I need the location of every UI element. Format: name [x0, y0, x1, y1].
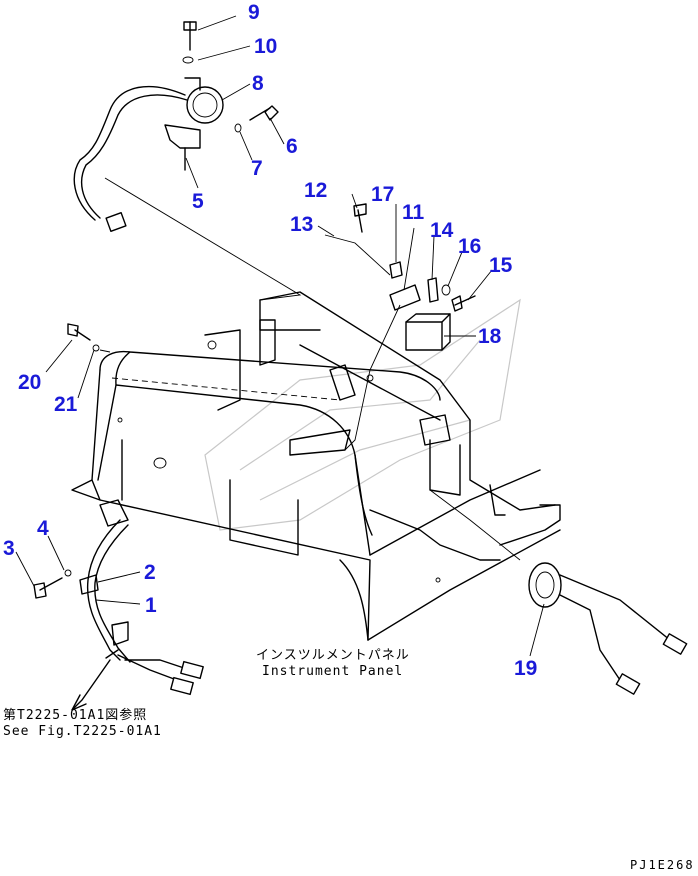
callout-8: 8 — [252, 72, 264, 95]
instrument-panel-label-en: Instrument Panel — [262, 664, 404, 679]
callout-15: 15 — [489, 254, 513, 277]
callout-17: 17 — [371, 183, 395, 206]
callout-9: 9 — [248, 1, 260, 24]
callout-21: 21 — [54, 393, 78, 416]
callout-4: 4 — [37, 517, 49, 540]
callout-18: 18 — [478, 325, 502, 348]
callout-5: 5 — [192, 190, 204, 213]
callout-11: 11 — [402, 201, 425, 224]
callout-16: 16 — [458, 235, 482, 258]
drawing-code: PJ1E268 — [630, 858, 695, 872]
buzzer-assembly — [73, 21, 302, 301]
watermark-logo — [204, 298, 521, 531]
leader-lines — [15, 15, 545, 657]
mounting-frame — [204, 291, 561, 561]
callout-13: 13 — [290, 213, 314, 236]
callout-7: 7 — [251, 157, 263, 180]
callout-6: 6 — [286, 135, 298, 158]
callout-2: 2 — [144, 561, 156, 584]
callout-20: 20 — [18, 371, 42, 394]
relay-assembly — [324, 203, 476, 451]
callout-3: 3 — [3, 537, 15, 560]
callout-10: 10 — [254, 35, 278, 58]
harness-1 — [33, 499, 204, 711]
reference-label-jp: 第T2225-01A1図参照 — [3, 708, 148, 723]
instrument-panel-housing — [71, 350, 561, 641]
connector-19 — [429, 489, 688, 695]
callout-19: 19 — [514, 657, 538, 680]
callout-12: 12 — [304, 179, 328, 202]
instrument-panel-label-jp: インスツルメントパネル — [256, 648, 410, 663]
reference-label-en: See Fig.T2225-01A1 — [3, 724, 162, 739]
bolt-20-21 — [67, 323, 111, 353]
callout-1: 1 — [145, 594, 157, 617]
callout-14: 14 — [430, 219, 454, 242]
